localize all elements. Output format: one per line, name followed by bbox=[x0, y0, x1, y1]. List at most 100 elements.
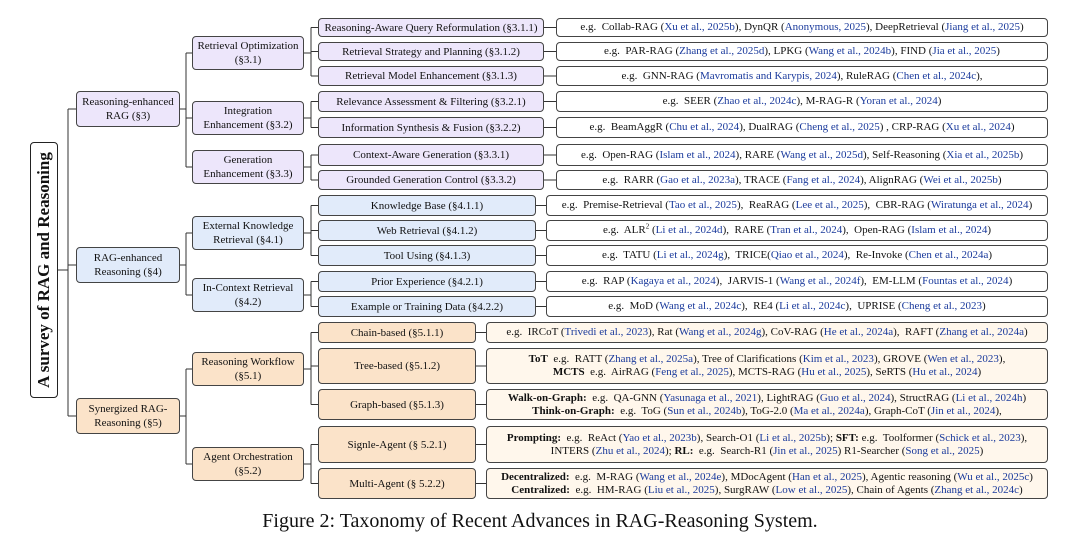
topic-box: Reasoning-Aware Query Reformulation (§3.… bbox=[318, 18, 544, 37]
example-text: ), LPKG ( bbox=[764, 45, 809, 57]
subcategory-generation-enhancement: Generation Enhancement (§3.3) bbox=[192, 150, 304, 184]
citation-link[interactable]: Wang et al., 2025d bbox=[780, 148, 863, 161]
citation-link[interactable]: Han et al., 2025 bbox=[791, 470, 862, 483]
example-box: e.g. PAR-RAG (Zhang et al., 2025d), LPKG… bbox=[556, 42, 1048, 61]
citation-link[interactable]: Tran et al., 2024 bbox=[770, 224, 843, 236]
citation-link[interactable]: Cheng et al., 2023 bbox=[901, 300, 983, 312]
citation-link[interactable]: Song et al., 2025 bbox=[905, 444, 980, 457]
example-line: e.g. IRCoT (Trivedi et al., 2023), Rat (… bbox=[506, 326, 1027, 339]
citation-link[interactable]: Qiao et al., 2024 bbox=[770, 249, 844, 261]
citation-link[interactable]: Chen et al., 2024c bbox=[896, 69, 977, 82]
citation-link[interactable]: Wang et al., 2024c bbox=[659, 300, 742, 312]
citation-link[interactable]: Li et al., 2024h bbox=[955, 391, 1023, 404]
citation-link[interactable]: He et al., 2024a bbox=[823, 326, 894, 338]
example-line: e.g. Collab-RAG (Xu et al., 2025b), DynQ… bbox=[580, 21, 1023, 34]
citation-link[interactable]: Chu et al., 2024 bbox=[669, 121, 740, 133]
citation-link[interactable]: Gao et al., 2023a bbox=[660, 173, 735, 186]
citation-link[interactable]: Mavromatis and Karypis, 2024 bbox=[699, 69, 837, 82]
example-text: e.g. AirRAG ( bbox=[584, 366, 656, 378]
citation-link[interactable]: Wiratunga et al., 2024 bbox=[930, 199, 1029, 211]
example-text: e.g. RARR ( bbox=[602, 173, 661, 186]
tree-connectors bbox=[58, 27, 556, 484]
example-line: Decentralized: e.g. M-RAG (Wang et al., … bbox=[501, 471, 1033, 484]
citation-link[interactable]: Xu et al., 2025b bbox=[664, 21, 735, 33]
example-box: e.g. TATU (Li et al., 2024g), TRICE(Qiao… bbox=[546, 245, 1048, 266]
example-text: e.g. Collab-RAG ( bbox=[580, 21, 665, 33]
citation-link[interactable]: Zhang et al., 2024c bbox=[934, 483, 1020, 496]
citation-link[interactable]: Xia et al., 2025b bbox=[946, 148, 1020, 161]
example-line: Prompting: e.g. ReAct (Yao et al., 2023b… bbox=[507, 432, 1027, 445]
citation-link[interactable]: Zhang et al., 2025d bbox=[679, 45, 765, 57]
citation-link[interactable]: Wei et al., 2025b bbox=[923, 173, 998, 186]
topic-label: Retrieval Strategy and Planning (§3.1.2) bbox=[342, 45, 520, 58]
example-text: ) bbox=[1029, 470, 1033, 483]
citation-link[interactable]: Anonymous, 2025 bbox=[784, 21, 867, 33]
category-rag-enhanced-reasoning: RAG-enhanced Reasoning (§4) bbox=[76, 247, 180, 283]
example-line: Walk-on-Graph: e.g. QA-GNN (Yasunaga et … bbox=[508, 392, 1026, 405]
citation-link[interactable]: Kim et al., 2023 bbox=[802, 353, 874, 365]
example-text: e.g. HM-RAG ( bbox=[569, 483, 648, 496]
citation-link[interactable]: Feng et al., 2025 bbox=[655, 366, 729, 378]
subcategory-agent-orchestration: Agent Orchestration (§5.2) bbox=[192, 447, 304, 481]
citation-link[interactable]: Tao et al., 2025 bbox=[668, 199, 737, 211]
example-text: ), Open-RAG ( bbox=[842, 224, 912, 236]
example-box: e.g. IRCoT (Trivedi et al., 2023), Rat (… bbox=[486, 322, 1048, 343]
citation-link[interactable]: Li et al., 2024c bbox=[779, 300, 846, 312]
citation-link[interactable]: Yoran et al., 2024 bbox=[859, 95, 938, 107]
citation-link[interactable]: Jiang et al., 2025 bbox=[945, 21, 1020, 33]
citation-link[interactable]: Lee et al., 2025 bbox=[795, 199, 864, 211]
citation-link[interactable]: Yao et al., 2023b bbox=[622, 431, 697, 444]
citation-link[interactable]: Trivedi et al., 2023 bbox=[564, 326, 649, 338]
citation-link[interactable]: Wang et al., 2024g bbox=[678, 326, 762, 338]
citation-link[interactable]: Hu et al., 2024 bbox=[912, 366, 978, 378]
citation-link[interactable]: Yasunaga et al., 2021 bbox=[663, 391, 758, 404]
citation-link[interactable]: Zhang et al., 2024a bbox=[939, 326, 1024, 338]
citation-link[interactable]: Chen et al., 2024a bbox=[908, 249, 989, 261]
topic-box: Graph-based (§5.1.3) bbox=[318, 389, 476, 420]
citation-link[interactable]: Schick et al., 2023 bbox=[939, 431, 1021, 444]
citation-link[interactable]: Li et al., 2024g bbox=[656, 249, 724, 261]
example-text: e.g. PAR-RAG ( bbox=[604, 45, 680, 57]
citation-link[interactable]: Li et al., 2025b bbox=[759, 431, 827, 444]
example-text: ), Search-O1 ( bbox=[696, 431, 760, 444]
citation-link[interactable]: Zhu et al., 2024 bbox=[595, 444, 665, 457]
example-text: ), M-RAG-R ( bbox=[796, 95, 860, 107]
citation-link[interactable]: Wang et al., 2024b bbox=[808, 45, 892, 57]
example-text: ), Agentic reasoning ( bbox=[861, 470, 958, 483]
keyword-label: ToT bbox=[528, 353, 548, 365]
citation-link[interactable]: Xu et al., 2024 bbox=[945, 121, 1011, 133]
example-box: e.g. RARR (Gao et al., 2023a), TRACE (Fa… bbox=[556, 170, 1048, 190]
citation-link[interactable]: Zhao et al., 2024c bbox=[717, 95, 797, 107]
category-synergized-rag-reasoning: Synergized RAG-Reasoning (§5) bbox=[76, 398, 180, 434]
citation-link[interactable]: Fang et al., 2024 bbox=[786, 173, 861, 186]
citation-link[interactable]: Wen et al., 2023 bbox=[927, 353, 999, 365]
citation-link[interactable]: Ma et al., 2024a bbox=[793, 404, 865, 417]
example-text: ), Graph-CoT ( bbox=[864, 404, 931, 417]
citation-link[interactable]: Low et al., 2025 bbox=[775, 483, 848, 496]
citation-link[interactable]: Kagaya et al., 2024 bbox=[630, 275, 716, 287]
citation-link[interactable]: Cheng et al., 2025 bbox=[799, 121, 880, 133]
citation-link[interactable]: Liu et al., 2025 bbox=[647, 483, 715, 496]
example-text: ) bbox=[1023, 326, 1028, 338]
citation-link[interactable]: Wang et al., 2024f bbox=[779, 275, 861, 287]
keyword-label: RL: bbox=[674, 444, 694, 457]
citation-link[interactable]: Jia et al., 2025 bbox=[932, 45, 997, 57]
example-text: ), UPRISE ( bbox=[845, 300, 902, 312]
citation-link[interactable]: Sun et al., 2024b bbox=[667, 404, 742, 417]
citation-link[interactable]: Wu et al., 2025c bbox=[957, 470, 1030, 483]
example-text: ), SurgRAW ( bbox=[714, 483, 776, 496]
citation-link[interactable]: Li et al., 2024d bbox=[655, 224, 723, 236]
citation-link[interactable]: Islam et al., 2024 bbox=[659, 148, 736, 161]
citation-link[interactable]: Guo et al., 2024 bbox=[819, 391, 891, 404]
citation-link[interactable]: Wang et al., 2024e bbox=[639, 470, 722, 483]
example-text: ), JARVIS-1 ( bbox=[715, 275, 780, 287]
citation-link[interactable]: Jin et al., 2024 bbox=[930, 404, 996, 417]
example-text: ) bbox=[977, 366, 982, 378]
citation-link[interactable]: Hu et al., 2025 bbox=[801, 366, 867, 378]
citation-link[interactable]: Islam et al., 2024 bbox=[911, 224, 988, 236]
citation-link[interactable]: Fountas et al., 2024 bbox=[922, 275, 1009, 287]
topic-box: Retrieval Model Enhancement (§3.1.3) bbox=[318, 66, 544, 86]
citation-link[interactable]: Zhang et al., 2025a bbox=[608, 353, 694, 365]
citation-link[interactable]: Jin et al., 2025 bbox=[773, 444, 838, 457]
topic-box: Context-Aware Generation (§3.3.1) bbox=[318, 144, 544, 166]
